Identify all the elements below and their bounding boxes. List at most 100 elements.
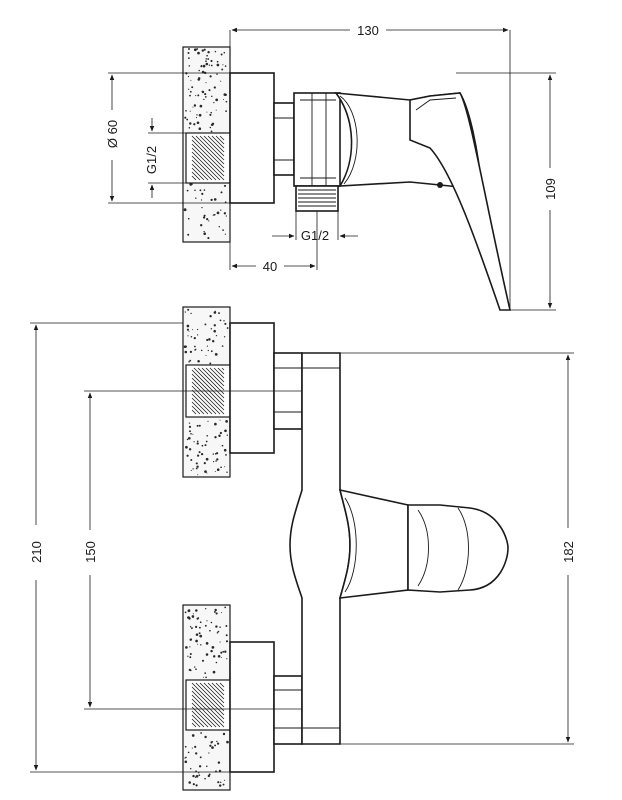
side-view-dimensions: 130 Ø 60 G1/2 G1/2 40 109 [105,23,558,311]
concrete-speckle [195,774,199,778]
concrete-speckle [201,444,204,447]
concrete-speckle [214,422,217,426]
thread-hatch-line [195,682,225,712]
concrete-speckle [192,106,194,108]
concrete-speckle [222,98,225,101]
concrete-speckle [195,117,198,119]
concrete-speckle [204,735,207,739]
concrete-speckle [213,329,216,333]
concrete-speckle [204,624,207,627]
thread-hatch-line [203,135,225,157]
concrete-speckle [204,323,207,326]
concrete-speckle [195,609,198,612]
lever-side [409,92,512,311]
thread-hatch-line [191,397,209,415]
concrete-speckle [219,641,221,643]
concrete-speckle [220,466,222,469]
concrete-speckle [199,756,202,759]
concrete-speckle [196,328,199,331]
concrete-speckle [190,432,192,435]
concrete-speckle [200,349,203,352]
concrete-speckle [193,48,197,52]
concrete-speckle [206,338,209,342]
concrete-speckle [214,608,217,612]
concrete-speckle [213,311,217,314]
concrete-speckle [213,324,216,327]
concrete-speckle [205,642,209,645]
concrete-speckle [224,650,227,653]
concrete-speckle [185,445,188,449]
concrete-speckle [193,441,195,443]
concrete-speckle [194,189,196,192]
concrete-speckle [205,60,207,63]
concrete-speckle [197,474,199,476]
concrete-speckle [203,48,206,51]
thread-hatch-line [191,135,225,169]
concrete-speckle [199,634,203,638]
concrete-speckle [209,362,212,365]
concrete-speckle [224,93,227,96]
concrete-speckle [190,312,192,315]
concrete-speckle [188,448,192,451]
concrete-speckle [196,617,199,620]
concrete-speckle [218,312,220,315]
concrete-speckle [189,430,191,433]
concrete-speckle [192,468,194,470]
concrete-speckle [216,211,220,215]
concrete-speckle [189,183,193,186]
concrete-speckle [188,422,191,424]
concrete-speckle [225,215,227,217]
concrete-speckle [220,651,223,654]
concrete-speckle [224,466,226,468]
thread-hatch-line [207,135,225,153]
concrete-speckle [222,64,224,66]
concrete-speckle [197,359,200,363]
thread-hatch-line [191,706,213,728]
dim-width-total: 130 [357,23,379,38]
concrete-speckle [205,608,207,610]
concrete-speckle [209,113,212,116]
concrete-speckle [204,96,207,98]
thread-hatch-line [191,690,225,724]
concrete-speckle [199,621,202,624]
concrete-speckle [209,744,212,747]
wall-speckles-upper [183,308,229,476]
concrete-speckle [215,661,218,664]
concrete-speckle [210,649,213,653]
concrete-speckle [220,612,223,614]
thread-hatch-line [191,159,213,181]
concrete-speckle [194,625,198,629]
concrete-speckle [202,64,206,68]
concrete-speckle [224,65,227,67]
concrete-speckle [187,233,190,236]
concrete-speckle [196,121,200,125]
concrete-speckle [190,459,193,461]
thread-hatch-line [199,135,225,161]
concrete-speckle [215,460,217,462]
rosette [229,72,275,204]
concrete-speckle [217,761,221,764]
thread-hatch-line [191,369,225,403]
concrete-speckle [210,741,213,744]
concrete-speckle [186,328,189,331]
concrete-speckle [196,48,199,50]
concrete-speckle [210,64,213,67]
concrete-speckle [206,345,208,347]
thread-hatch-line [191,171,201,181]
concrete-speckle [189,669,192,672]
concrete-speckle [193,336,196,340]
concrete-speckle [189,359,192,362]
concrete-speckle [213,101,215,104]
concrete-speckle [194,666,196,668]
cartridge-housing [338,488,409,599]
concrete-speckle [206,111,208,113]
concrete-speckle [197,94,200,97]
concrete-speckle [202,216,206,219]
thread-hatch-line [191,175,197,181]
concrete-speckle [212,453,214,455]
concrete-speckle [200,732,202,734]
front-view-dimensions: 210 150 182 [29,322,576,773]
concrete-speckle [214,353,218,356]
concrete-speckle [209,629,211,632]
concrete-speckle [205,82,207,84]
